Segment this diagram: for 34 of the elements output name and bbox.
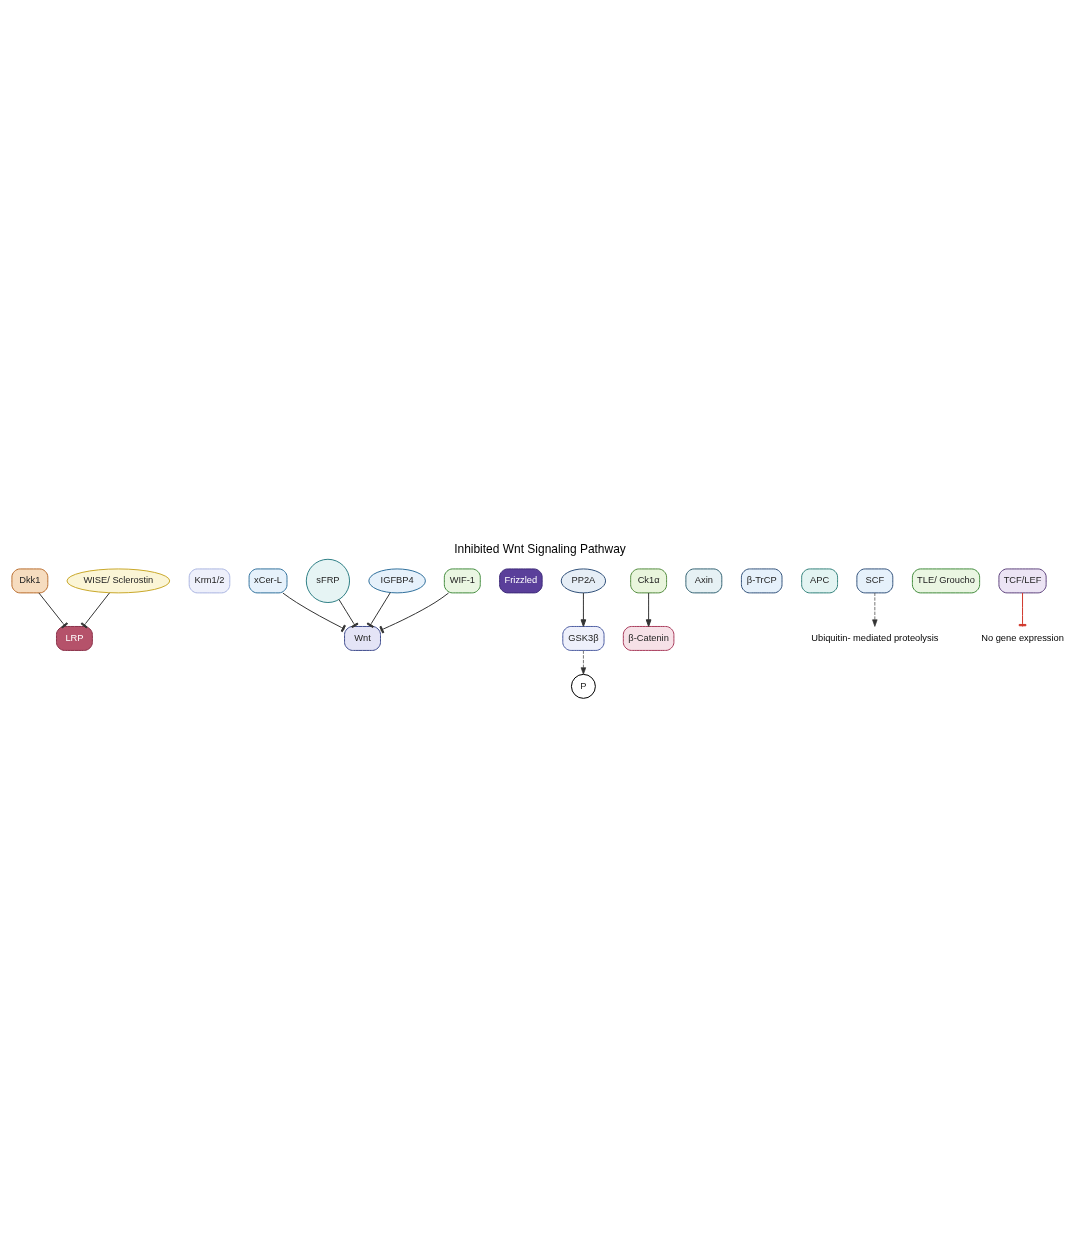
node-box: SCF bbox=[856, 567, 894, 593]
node-box: APC bbox=[801, 567, 839, 593]
arrow bbox=[645, 591, 652, 627]
connector bbox=[282, 592, 346, 632]
node-box: Ck1α bbox=[630, 567, 668, 593]
node-box: xCer-L bbox=[248, 567, 288, 593]
node-text: Ubiquitin- mediated proteolysis bbox=[811, 632, 939, 643]
node-box: GSK3β bbox=[562, 625, 605, 651]
node-ellipse: PP2A bbox=[560, 567, 607, 593]
arrow bbox=[872, 592, 878, 627]
connector bbox=[338, 598, 359, 628]
arrow bbox=[580, 649, 587, 675]
connector bbox=[379, 592, 450, 633]
connector bbox=[80, 591, 110, 628]
node-box: TLE/ Groucho bbox=[911, 567, 981, 593]
connector bbox=[366, 591, 391, 628]
node-box: Wnt bbox=[344, 625, 381, 651]
node-box: LRP bbox=[55, 625, 93, 651]
node-box: Krm1/2 bbox=[188, 567, 231, 593]
node-box: Dkk1 bbox=[11, 567, 49, 593]
node-box: Frizzled bbox=[499, 567, 543, 593]
node-ellipse: WISE/ Sclerostin bbox=[66, 567, 171, 593]
node-circle: sFRP bbox=[305, 558, 351, 603]
node-box: β-Catenin bbox=[622, 625, 675, 651]
diagram-title: Inhibited Wnt Signaling Pathway bbox=[454, 541, 626, 556]
node-box: TCF/LEF bbox=[998, 567, 1047, 593]
arrow bbox=[580, 591, 587, 627]
node-ellipse: IGFBP4 bbox=[368, 567, 426, 593]
node-box: β-TrCP bbox=[740, 567, 783, 593]
node-box: WIF-1 bbox=[443, 567, 481, 593]
node-box: Axin bbox=[685, 567, 723, 593]
connector bbox=[38, 591, 69, 628]
node-circle: P bbox=[570, 673, 596, 699]
node-text: No gene expression bbox=[981, 632, 1064, 643]
